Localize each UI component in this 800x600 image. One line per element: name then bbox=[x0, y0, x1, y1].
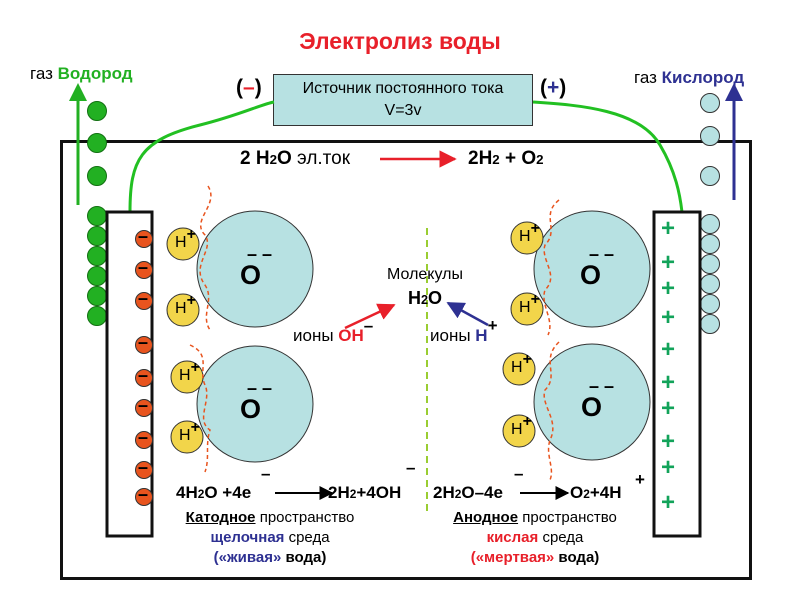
anode-electrode bbox=[652, 210, 702, 538]
plus-sign: + bbox=[661, 395, 676, 422]
hydrogen-ion-label: H+ bbox=[511, 413, 532, 438]
gas-prefix-left: газ bbox=[30, 64, 53, 83]
minus-sign: – bbox=[138, 332, 149, 352]
plus-sign: + bbox=[661, 249, 676, 276]
ions-oh-label: ионы OH– bbox=[293, 316, 374, 345]
plus-sign: + bbox=[661, 454, 676, 481]
polarity-negative: (–) bbox=[236, 76, 262, 99]
cathode-space-line: Катодное пространство bbox=[185, 509, 355, 526]
anode-space-line: Анодное пространство bbox=[453, 509, 617, 526]
oxygen-ion-charge: – – bbox=[247, 244, 273, 264]
hydrogen-ion-label: H+ bbox=[179, 359, 200, 384]
minus-sign: – bbox=[138, 395, 149, 415]
cathode-medium-line: щелочная среда bbox=[210, 529, 330, 546]
wire-positive bbox=[532, 100, 684, 213]
cathode-water-line: («живая» вода) bbox=[213, 549, 327, 566]
dc-source-voltage: V=3v bbox=[384, 102, 422, 119]
plus-sign: + bbox=[661, 304, 676, 331]
molecule-formula: H2O bbox=[407, 288, 443, 308]
anode-electron-charge: – bbox=[514, 464, 524, 483]
minus-sign: – bbox=[138, 427, 149, 447]
oxygen-ion-label: O bbox=[240, 394, 262, 424]
minus-sign: – bbox=[138, 288, 149, 308]
plus-sign: + bbox=[661, 215, 676, 242]
page-title: Электролиз воды bbox=[299, 28, 501, 54]
hydrogen-ion-label: H+ bbox=[179, 419, 200, 444]
cathode-electron-charge: – bbox=[261, 464, 271, 483]
plus-sign: + bbox=[661, 489, 676, 516]
hydrogen-ion-label: H+ bbox=[511, 351, 532, 376]
cathode-oh-charge: – bbox=[406, 458, 416, 477]
cathode-reaction-left: 4H2O +4e bbox=[176, 483, 252, 502]
oxygen-ion-label: O bbox=[580, 260, 602, 290]
dc-source-box: Источник постоянного тока V=3v bbox=[273, 74, 533, 126]
wire-negative bbox=[128, 100, 275, 213]
plus-sign: + bbox=[661, 336, 676, 363]
ions-h-label: ионы H+ bbox=[430, 316, 498, 345]
plus-sign: + bbox=[661, 369, 676, 396]
anode-description: Анодное пространство кислая среда («мерт… bbox=[425, 508, 645, 568]
anode-water-line: («мертвая» вода) bbox=[470, 549, 600, 566]
minus-sign: – bbox=[138, 457, 149, 477]
hydrogen-ion-label: H+ bbox=[175, 292, 196, 317]
gas-hydrogen-label: газ Водород bbox=[30, 64, 133, 84]
oxygen-ion-label: O bbox=[240, 260, 262, 290]
hydrogen-bubbles bbox=[87, 101, 107, 326]
cathode-charges bbox=[135, 230, 153, 506]
hydrogen-ion-label: H+ bbox=[519, 291, 540, 316]
arrow-oh-to-molecule bbox=[344, 303, 396, 330]
cathode-description: Катодное пространство щелочная среда («ж… bbox=[165, 508, 375, 568]
minus-sign: – bbox=[138, 257, 149, 277]
gas-oxygen-name: Кислород bbox=[661, 68, 745, 87]
anode-medium-line: кислая среда bbox=[486, 529, 584, 546]
plus-sign: + bbox=[661, 428, 676, 455]
minus-sign: – bbox=[138, 365, 149, 385]
dc-source-name: Источник постоянного тока bbox=[302, 80, 504, 97]
arrow-h-to-molecule bbox=[446, 301, 489, 327]
gas-hydrogen-name: Водород bbox=[57, 64, 133, 83]
hydrogen-ions bbox=[166, 221, 544, 454]
cathode-reaction-right: 2H2+4OH bbox=[328, 483, 402, 502]
anode-reaction-right: O2+4H bbox=[570, 483, 622, 502]
oxygen-ions bbox=[196, 210, 651, 463]
oxygen-ion-label: O bbox=[581, 392, 603, 422]
hydrogen-ion-label: H+ bbox=[519, 220, 540, 245]
hydrogen-ion-label: H+ bbox=[175, 226, 196, 251]
gas-oxygen-label: газ Кислород bbox=[634, 68, 744, 88]
plus-sign: + bbox=[661, 275, 676, 302]
minus-sign: – bbox=[138, 484, 149, 504]
oxygen-ion-charge: – – bbox=[247, 378, 273, 398]
molecule-label: Молекулы bbox=[387, 266, 463, 283]
minus-sign: – bbox=[138, 226, 149, 246]
hydration-contours bbox=[189, 185, 560, 481]
anode-reaction-left: 2H2O–4e bbox=[433, 483, 503, 502]
anode-h-charge: + bbox=[635, 470, 645, 489]
electrolysis-tank bbox=[60, 140, 752, 580]
oxygen-ion-charge: – – bbox=[589, 376, 615, 396]
oxygen-bubbles bbox=[700, 93, 720, 334]
main-reaction-right: 2H2 + O2 bbox=[468, 148, 544, 169]
polarity-positive: (+) bbox=[540, 76, 567, 99]
gas-prefix-right: газ bbox=[634, 68, 657, 87]
main-reaction-left: 2 H2O эл.ток bbox=[240, 148, 351, 169]
oxygen-ion-charge: – – bbox=[589, 244, 615, 264]
